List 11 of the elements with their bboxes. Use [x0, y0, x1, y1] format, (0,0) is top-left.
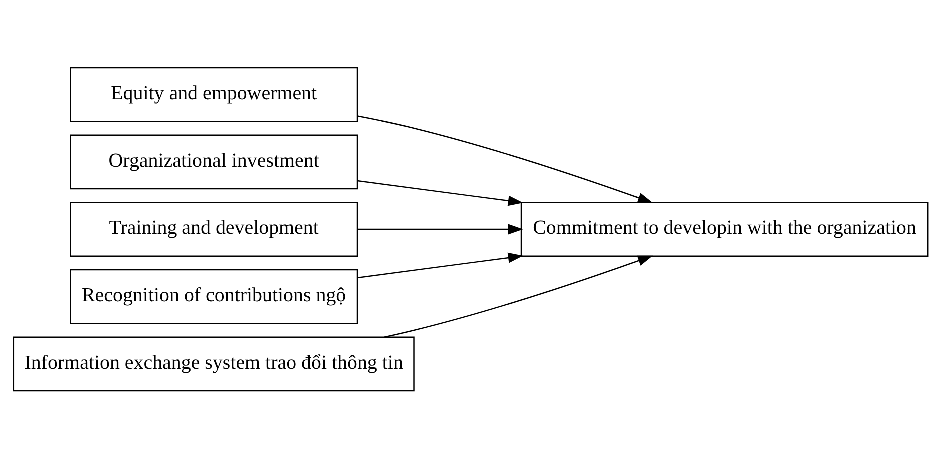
arrow [384, 256, 654, 338]
arrow [358, 116, 654, 204]
node-box: Commitment to developin with the organization [520, 202, 929, 257]
arrow [357, 252, 524, 279]
arrow [357, 180, 524, 206]
node-box: Recognition of contributions ngộ [70, 269, 358, 324]
node-box: Equity and empowerment [70, 67, 358, 122]
arrow [358, 224, 524, 235]
node-box: Organizational investment [70, 134, 358, 190]
node-box: Training and development [70, 202, 358, 257]
node-box: Information exchange system trao đổi thông tin [13, 336, 415, 392]
